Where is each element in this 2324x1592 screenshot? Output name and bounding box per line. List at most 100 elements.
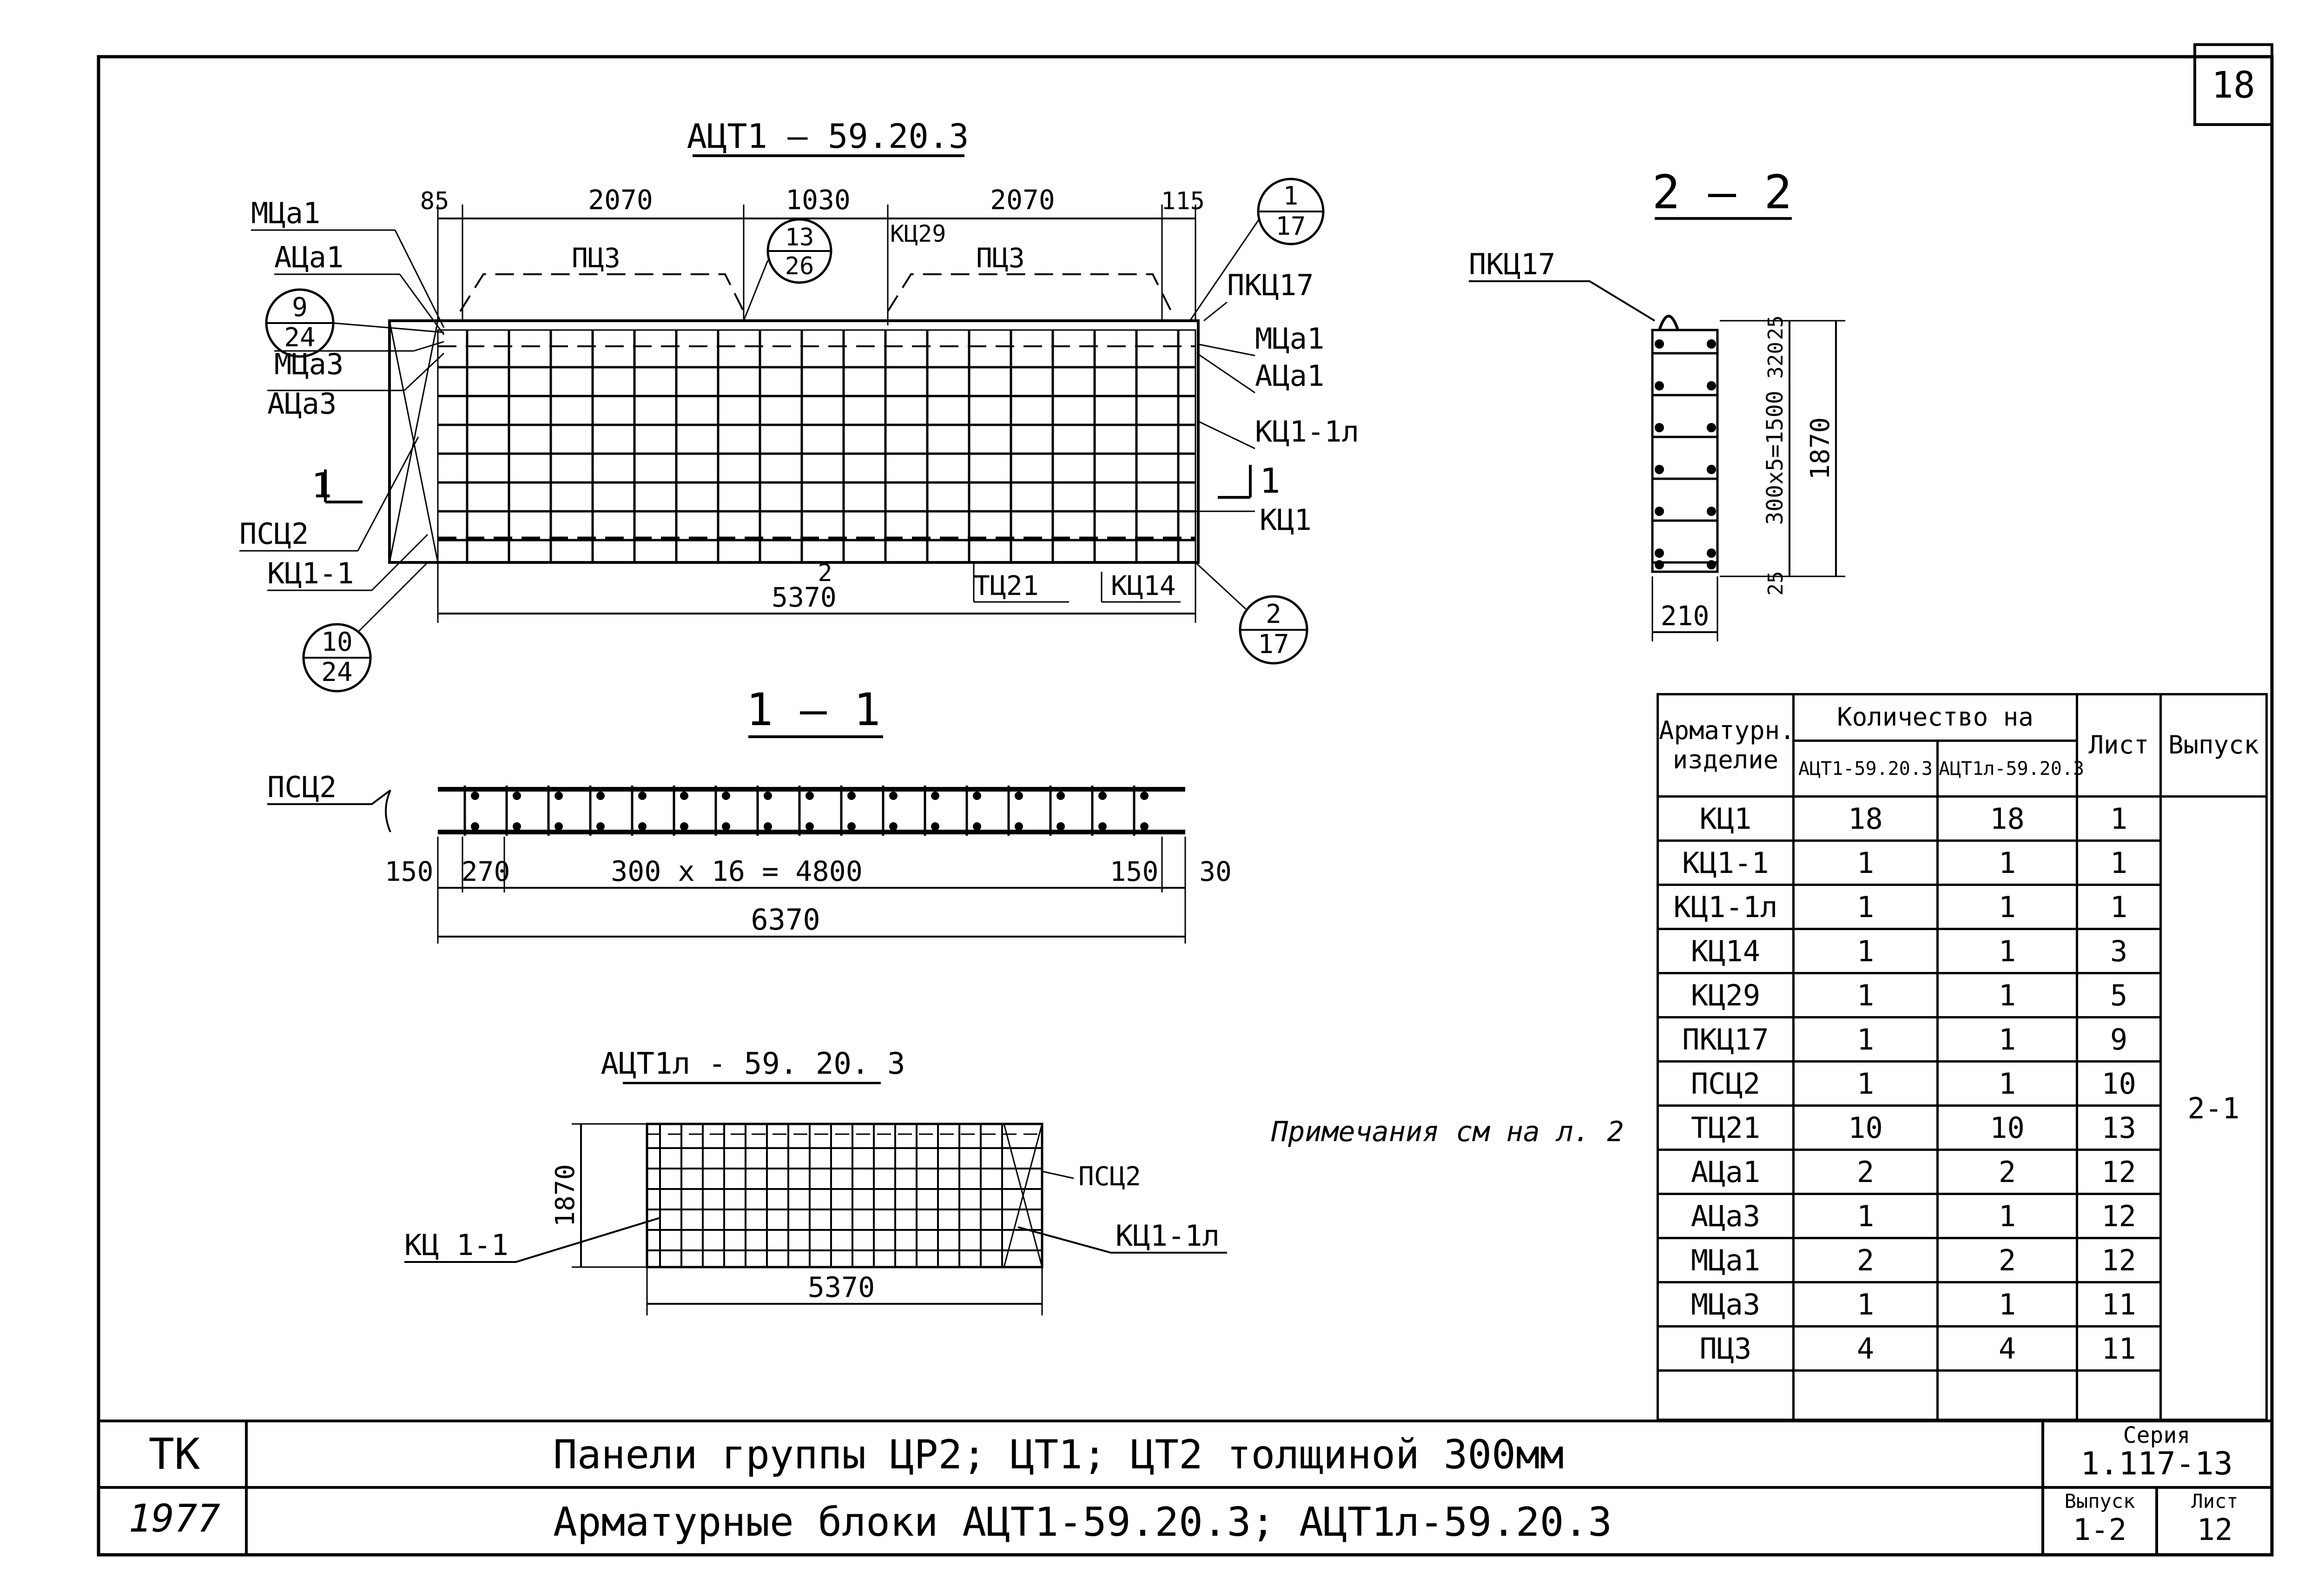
bar-dot	[1707, 423, 1716, 432]
main-elevation: АЦТ1 — 59.20.3 85 2070 1030 2070 115	[239, 117, 1359, 693]
bar-dot	[889, 822, 898, 831]
mirror-grid	[647, 1124, 1042, 1267]
callout-13-26: 13 26	[743, 218, 832, 321]
label-aca1-right: АЦа1	[1255, 359, 1324, 393]
label-kc14: КЦ14	[1111, 570, 1176, 601]
title-block-line1: Панели группы ЦР2; ЦТ1; ЦТ2 толщиной 300…	[553, 1432, 1564, 1478]
spec-table: Арматурн. изделие Количество на Лист Вып…	[1657, 693, 2268, 1421]
spec-cell-qty-act1l: 18	[1936, 795, 2079, 842]
bar-dot	[931, 792, 939, 800]
sheet-frame	[97, 55, 2274, 1557]
bar-dot	[680, 822, 688, 831]
bar-dot	[513, 822, 521, 831]
dim-top-85: 85	[420, 187, 449, 215]
spec-cell-item: ПЦ3	[1657, 1325, 1795, 1372]
bar-dot	[1707, 507, 1716, 516]
spec-cell-empty	[1936, 1369, 2079, 1421]
spec-cell-empty	[1657, 1369, 1795, 1421]
bar-dot	[889, 792, 898, 800]
spec-cell-qty-act1l: 1	[1936, 928, 2079, 974]
svg-text:24: 24	[284, 323, 315, 353]
section-2-2-dim-25-top: 25	[1764, 316, 1788, 340]
bar-dot	[1655, 381, 1664, 390]
section-1-1-dim-4800: 300 x 16 = 4800	[611, 855, 863, 888]
spec-cell-item: КЦ1-1	[1657, 839, 1795, 886]
corner-sheet-box	[2193, 43, 2273, 126]
spec-cell-item: ПСЦ2	[1657, 1060, 1795, 1107]
spec-cell-qty-act1: 1	[1792, 884, 1939, 930]
bar-dot	[638, 822, 647, 831]
spec-cell-sheet: 9	[2076, 1016, 2162, 1063]
label-kc1-1l-right: КЦ1-1л	[1255, 415, 1359, 449]
dim-bottom-mark: 2	[818, 559, 832, 587]
bar-dot	[805, 822, 814, 831]
title-block-line2: Арматурные блоки АЦТ1-59.20.3; АЦТ1л-59.…	[553, 1499, 1612, 1546]
spec-cell-item: АЦа3	[1657, 1193, 1795, 1239]
bar-dot	[638, 792, 647, 800]
spec-cell-qty-act1l: 1	[1936, 839, 2079, 886]
spec-cell-sheet: 12	[2076, 1149, 2162, 1195]
mirror-title: АЦТ1л - 59. 20. 3	[601, 1047, 905, 1081]
section-1-1-stirrups	[463, 786, 1149, 836]
svg-text:2: 2	[1266, 599, 1281, 629]
note-text: Примечания см на л. 2	[1271, 1116, 1624, 1148]
callout-9-24: 9 24	[265, 288, 444, 358]
label-mca1-right: МЦа1	[1255, 322, 1324, 356]
section-1-1: 1 — 1 ПСЦ2 150 270 300 x 16 = 4800 150 3…	[267, 684, 1232, 944]
mirror-block: АЦТ1л - 59. 20. 3 1870 5370 КЦ 1-1 ПСЦ2 …	[404, 1047, 1227, 1315]
bar-dot	[1707, 560, 1716, 569]
bar-dot	[1655, 507, 1664, 516]
title-block-issue-value: 1-2	[2073, 1513, 2127, 1547]
mirror-label-kc1-1l: КЦ1-1л	[1116, 1219, 1220, 1253]
dim-top-2070-left: 2070	[588, 184, 653, 216]
section-2-2-dim-total: 1870	[1805, 417, 1835, 480]
bar-dot	[471, 822, 479, 831]
section-1-1-dim-150-right: 150	[1110, 856, 1159, 887]
spec-cell-sheet: 13	[2076, 1104, 2162, 1151]
label-kc29: КЦ29	[890, 220, 946, 247]
bar-dot	[1140, 792, 1149, 800]
spec-cell-item: ПКЦ17	[1657, 1016, 1795, 1063]
spec-header-sheet: Лист	[2076, 693, 2162, 798]
bar-dot	[1655, 465, 1664, 474]
dim-top-2070-right: 2070	[990, 184, 1055, 216]
spec-row-empty	[1657, 1369, 2267, 1421]
callout-2-17: 2 17	[1195, 561, 1308, 665]
section-1-1-dim-30: 30	[1199, 856, 1232, 887]
spec-cell-qty-act1l: 10	[1936, 1104, 2079, 1151]
spec-header-item: Арматурн. изделие	[1657, 693, 1795, 798]
dim-top-115: 115	[1161, 187, 1205, 215]
spec-cell-sheet: 1	[2076, 795, 2162, 842]
bar-dot	[555, 822, 563, 831]
bar-dot	[680, 792, 688, 800]
section-1-1-label-psc2: ПСЦ2	[267, 770, 337, 804]
callout-1-17: 1 17	[1189, 178, 1325, 321]
label-pkc17-right: ПКЦ17	[1227, 268, 1314, 302]
svg-text:1: 1	[1283, 181, 1299, 211]
spec-cell-sheet: 5	[2076, 972, 2162, 1018]
svg-text:10: 10	[321, 627, 352, 657]
bar-dot	[596, 822, 605, 831]
main-vertical-bars	[466, 330, 1180, 562]
svg-text:13: 13	[785, 224, 814, 251]
spec-cell-qty-act1l: 1	[1936, 884, 2079, 930]
mirror-label-psc2: ПСЦ2	[1078, 1162, 1141, 1192]
callout-10-24: 10 24	[302, 561, 429, 693]
bar-dot	[1655, 423, 1664, 432]
spec-cell-qty-act1: 1	[1792, 1016, 1939, 1063]
svg-text:24: 24	[321, 657, 352, 687]
spec-cell-item: ТЦ21	[1657, 1104, 1795, 1151]
svg-text:9: 9	[292, 292, 308, 323]
spec-cell-sheet: 11	[2076, 1281, 2162, 1328]
spec-cell-qty-act1: 1	[1792, 972, 1939, 1018]
spec-cell-item: МЦа3	[1657, 1281, 1795, 1328]
title-block-year: 1977	[128, 1497, 220, 1541]
bar-dot	[555, 792, 563, 800]
